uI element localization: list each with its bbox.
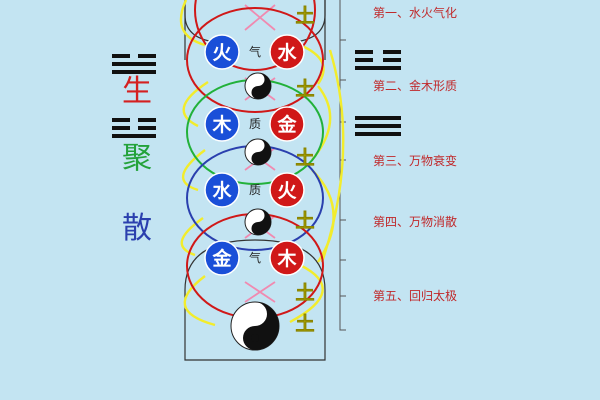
stage-label-2: 第二、金木形质 xyxy=(373,78,457,93)
left-element-char: 水 xyxy=(212,180,232,202)
right-element-circle xyxy=(269,106,305,142)
center-label: 气 xyxy=(249,250,261,265)
stage-label-3: 第三、万物衰变 xyxy=(373,153,457,168)
taiji-icon-3 xyxy=(244,208,272,236)
left-element-char: 金 xyxy=(211,247,232,270)
right-element-char: 水 xyxy=(277,42,297,64)
side-char-ju: 聚 xyxy=(122,141,152,176)
side-char-sheng: 生 xyxy=(122,74,152,109)
side-char-san: 散 xyxy=(122,211,152,246)
left-element-char: 火 xyxy=(212,42,232,64)
trigram-middle-right xyxy=(355,116,401,136)
right-element-char: 木 xyxy=(276,247,297,270)
right-element-circle xyxy=(269,240,305,276)
trigram-upper-left xyxy=(112,54,156,74)
right-element-circle xyxy=(269,172,305,208)
right-element-char: 金 xyxy=(276,113,297,136)
left-element-circle xyxy=(204,172,240,208)
element-pairs: 火水气木金质水火质金木气 xyxy=(186,7,324,319)
element-pair-1: 火水气 xyxy=(186,7,324,113)
earth-char-3: 土 xyxy=(295,147,314,169)
trigram-middle-left xyxy=(112,118,156,138)
earth-char-4: 土 xyxy=(295,210,314,232)
taiji-icon-2 xyxy=(244,138,272,166)
stage-label-1: 第一、水火气化 xyxy=(373,5,457,20)
center-label: 质 xyxy=(249,183,261,197)
earth-char-6: 土 xyxy=(295,313,314,335)
stage-label-4: 第四、万物消散 xyxy=(373,214,457,229)
earth-char-2: 土 xyxy=(295,78,314,100)
trigram-upper-right xyxy=(355,50,401,70)
left-element-circle xyxy=(204,240,240,276)
right-element-circle xyxy=(269,34,305,70)
taiji-layer xyxy=(230,72,280,351)
taiji-icon-4 xyxy=(230,301,280,351)
right-element-char: 火 xyxy=(277,180,297,202)
stage-label-5: 第五、回归太极 xyxy=(373,288,457,303)
center-label: 气 xyxy=(249,44,261,59)
left-element-circle xyxy=(204,34,240,70)
yellow-arrows xyxy=(179,0,345,327)
earth-char-1: 土 xyxy=(295,5,314,27)
element-pair-3: 水火质 xyxy=(186,145,324,251)
pair-ring xyxy=(186,7,324,113)
left-element-char: 木 xyxy=(211,113,232,136)
taiji-icon-1 xyxy=(244,72,272,100)
center-label: 质 xyxy=(249,117,261,131)
earth-char-5: 土 xyxy=(295,282,314,304)
left-element-circle xyxy=(204,106,240,142)
